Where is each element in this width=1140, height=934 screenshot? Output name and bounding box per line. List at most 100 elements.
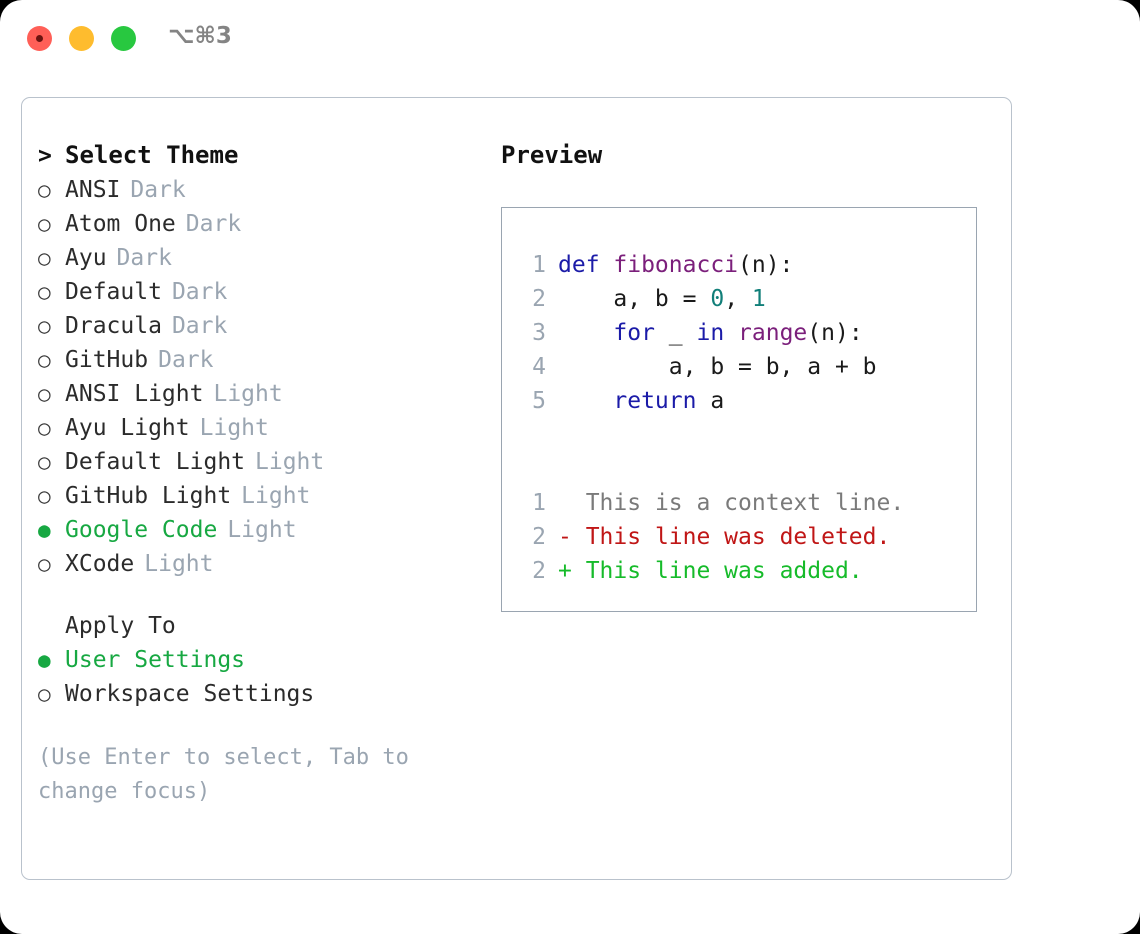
apply-to-label: Workspace Settings <box>65 681 315 707</box>
diff-line-deleted: 2 - This line was deleted. <box>522 524 976 558</box>
code-token-plain: (n): <box>738 252 794 278</box>
code-token-number: 0 <box>710 286 725 312</box>
code-token-keyword: in <box>696 320 725 346</box>
keyboard-shortcut-label: ⌥⌘3 <box>168 23 232 49</box>
theme-name: GitHub Light <box>65 483 232 509</box>
code-token-number: 1 <box>751 286 766 312</box>
list-item[interactable]: ○ GitHub Light Light <box>38 483 488 517</box>
apply-to-label: User Settings <box>65 647 246 673</box>
page-title: Select Theme <box>65 141 239 169</box>
radio-icon[interactable]: ○ <box>38 314 51 338</box>
theme-name: Dracula <box>65 313 162 339</box>
line-number: 2 <box>532 286 546 312</box>
code-token-keyword: return <box>613 388 697 414</box>
theme-name: ANSI <box>65 177 121 203</box>
theme-list-header: > Select Theme <box>38 141 488 177</box>
radio-icon[interactable]: ○ <box>38 382 51 406</box>
theme-variant: Light <box>241 483 311 509</box>
list-spacer <box>38 585 488 613</box>
diff-sample: 1 This is a context line. 2 - This line … <box>522 490 976 592</box>
line-number: 2 <box>532 558 546 584</box>
theme-variant: Dark <box>185 211 242 237</box>
list-item-selected[interactable]: ● Google Code Light <box>38 517 488 551</box>
code-diff-separator <box>522 422 976 456</box>
code-token-keyword: for <box>613 320 655 346</box>
theme-name: Atom One <box>65 211 176 237</box>
code-token-plain: (n): <box>807 320 863 346</box>
radio-icon[interactable]: ○ <box>38 552 51 576</box>
code-token-plain: a, b = <box>558 286 711 312</box>
list-item[interactable]: ○ GitHub Dark <box>38 347 488 381</box>
main-panel: > Select Theme ○ ANSI Dark ○ Atom One Da… <box>21 97 1012 880</box>
minimize-button[interactable] <box>69 26 94 51</box>
radio-icon[interactable]: ○ <box>38 416 51 440</box>
preview-title: Preview <box>501 141 603 169</box>
theme-variant: Dark <box>130 177 186 203</box>
theme-selector-column: > Select Theme ○ ANSI Dark ○ Atom One Da… <box>38 141 488 809</box>
line-number: 4 <box>532 354 546 380</box>
theme-variant: Light <box>255 449 325 475</box>
list-item[interactable]: ○ Default Light Light <box>38 449 488 483</box>
apply-to-item-selected[interactable]: ● User Settings <box>38 647 488 681</box>
code-line: 5 return a <box>522 388 976 422</box>
code-token-plain <box>558 320 613 346</box>
theme-name: Default <box>65 279 162 305</box>
list-item[interactable]: ○ Ayu Dark <box>38 245 488 279</box>
list-item[interactable]: ○ XCode Light <box>38 551 488 585</box>
radio-icon[interactable]: ○ <box>38 246 51 270</box>
radio-icon[interactable]: ○ <box>38 178 51 202</box>
diff-marker: - <box>558 524 572 550</box>
keyboard-hint-text: (Use Enter to select, Tab to change focu… <box>38 745 409 804</box>
close-button[interactable] <box>27 26 52 51</box>
code-token-plain: _ <box>654 320 697 346</box>
radio-icon-selected[interactable]: ● <box>38 518 51 542</box>
diff-marker: + <box>558 558 572 584</box>
theme-variant: Light <box>199 415 269 441</box>
theme-name: GitHub <box>65 347 149 373</box>
theme-name: ANSI Light <box>65 381 204 407</box>
list-item[interactable]: ○ Atom One Dark <box>38 211 488 245</box>
theme-variant: Light <box>227 517 297 543</box>
radio-icon[interactable]: ○ <box>38 348 51 372</box>
line-number: 2 <box>532 524 546 550</box>
theme-name: Default Light <box>65 449 246 475</box>
theme-variant: Light <box>213 381 283 407</box>
theme-name: XCode <box>65 551 135 577</box>
code-sample: 1 def fibonacci (n): 2 a, b = 0 , 1 3 <box>522 252 976 422</box>
window-controls <box>27 26 136 51</box>
diff-text: This line was deleted. <box>571 524 891 550</box>
preview-box: 1 def fibonacci (n): 2 a, b = 0 , 1 3 <box>501 207 977 612</box>
code-token-plain <box>558 388 613 414</box>
code-token-plain: , <box>724 286 752 312</box>
line-number: 3 <box>532 320 546 346</box>
radio-icon[interactable]: ○ <box>38 450 51 474</box>
radio-icon[interactable]: ○ <box>38 280 51 304</box>
theme-name: Ayu <box>65 245 107 271</box>
radio-icon[interactable]: ○ <box>38 212 51 236</box>
theme-name: Google Code <box>65 517 218 543</box>
list-item[interactable]: ○ Default Dark <box>38 279 488 313</box>
list-item[interactable]: ○ ANSI Dark <box>38 177 488 211</box>
theme-name: Ayu Light <box>65 415 190 441</box>
apply-to-title: Apply To <box>65 613 176 639</box>
code-token-function: range <box>738 320 808 346</box>
theme-list: ○ ANSI Dark ○ Atom One Dark ○ Ayu Dark ○… <box>38 177 488 585</box>
code-token-plain: a <box>696 388 725 414</box>
list-item[interactable]: ○ Ayu Light Light <box>38 415 488 449</box>
code-diff-separator-2 <box>522 456 976 490</box>
radio-icon-selected[interactable]: ● <box>38 648 51 672</box>
diff-text: This is a context line. <box>571 490 905 516</box>
preview-column: Preview 1 def fibonacci (n): 2 a, b = 0 … <box>501 141 991 612</box>
code-token-function: fibonacci <box>613 252 739 278</box>
titlebar: ⌥⌘3 <box>0 0 1140 78</box>
radio-icon[interactable]: ○ <box>38 484 51 508</box>
diff-text: This line was added. <box>571 558 863 584</box>
maximize-button[interactable] <box>111 26 136 51</box>
list-item[interactable]: ○ ANSI Light Light <box>38 381 488 415</box>
apply-to-item[interactable]: ○ Workspace Settings <box>38 681 488 715</box>
radio-icon[interactable]: ○ <box>38 682 51 706</box>
theme-variant: Dark <box>116 245 172 271</box>
list-item[interactable]: ○ Dracula Dark <box>38 313 488 347</box>
diff-line-added: 2 + This line was added. <box>522 558 976 592</box>
